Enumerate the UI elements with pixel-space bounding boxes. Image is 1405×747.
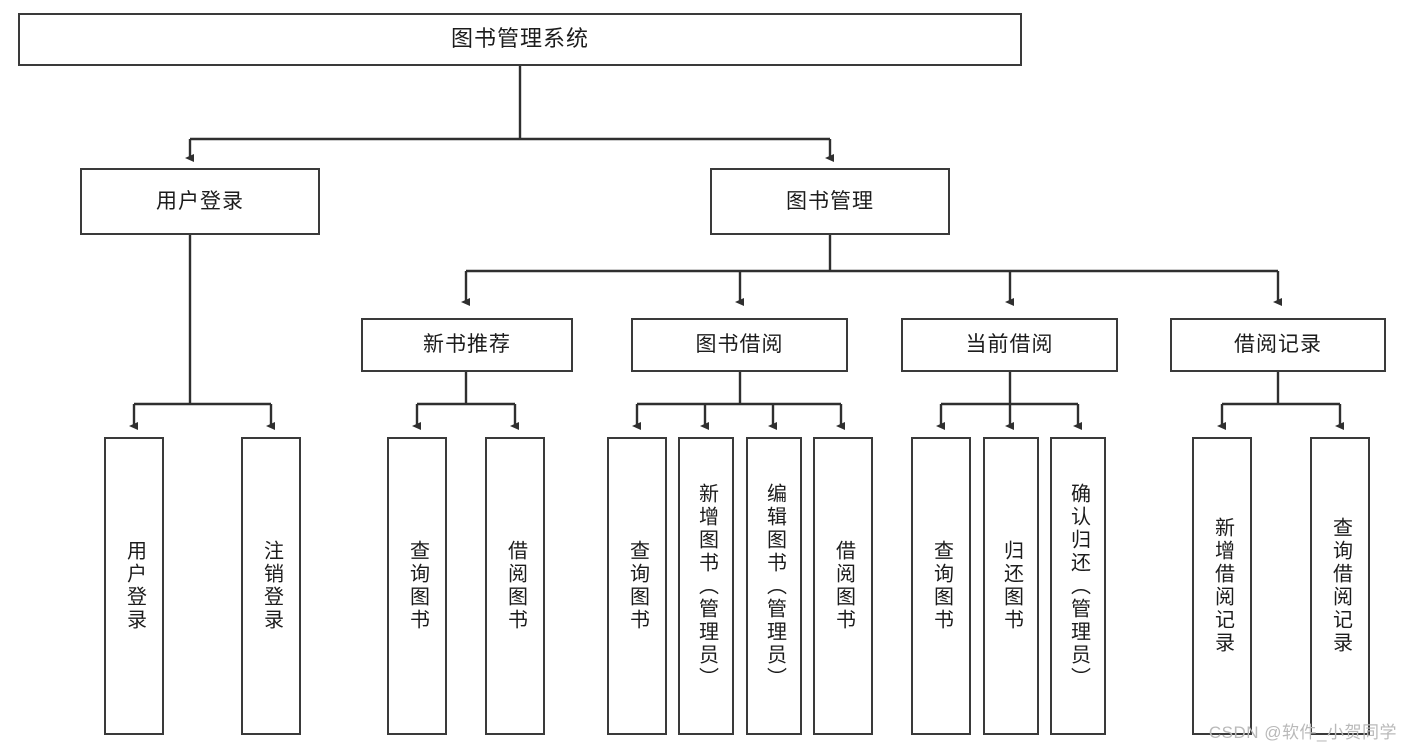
node-label: 查询借阅记录	[1329, 517, 1352, 655]
node-label: 注销登录	[260, 540, 283, 632]
node-label: 编辑图书（管理员）	[763, 482, 786, 690]
node-current-borrow[interactable]: 当前借阅	[901, 318, 1118, 372]
node-label: 查询图书	[626, 540, 649, 632]
node-label: 归还图书	[1000, 540, 1023, 632]
leaf-book-borrow-borrow[interactable]: 借阅图书	[813, 437, 873, 735]
node-label: 当前借阅	[965, 333, 1054, 357]
node-label: 图书管理系统	[450, 26, 589, 52]
leaf-current-borrow-confirm-return[interactable]: 确认归还（管理员）	[1050, 437, 1106, 735]
leaf-user-login-logout[interactable]: 注销登录	[241, 437, 301, 735]
node-label: 图书借阅	[695, 333, 784, 357]
node-label: 借阅图书	[832, 540, 855, 632]
leaf-current-borrow-return[interactable]: 归还图书	[983, 437, 1039, 735]
node-new-book-recommend[interactable]: 新书推荐	[361, 318, 573, 372]
leaf-book-borrow-query[interactable]: 查询图书	[607, 437, 667, 735]
node-label: 新增图书（管理员）	[695, 482, 718, 690]
leaf-new-book-borrow[interactable]: 借阅图书	[485, 437, 545, 735]
leaf-book-borrow-add[interactable]: 新增图书（管理员）	[678, 437, 734, 735]
node-label: 确认归还（管理员）	[1067, 482, 1090, 690]
leaf-current-borrow-query[interactable]: 查询图书	[911, 437, 971, 735]
node-label: 查询图书	[930, 540, 953, 632]
node-book-borrow[interactable]: 图书借阅	[631, 318, 848, 372]
node-label: 用户登录	[123, 540, 146, 632]
node-borrow-record[interactable]: 借阅记录	[1170, 318, 1386, 372]
node-label: 图书管理	[786, 189, 874, 213]
node-label: 新书推荐	[423, 333, 511, 357]
leaf-borrow-record-query[interactable]: 查询借阅记录	[1310, 437, 1370, 735]
leaf-new-book-query[interactable]: 查询图书	[387, 437, 447, 735]
leaf-book-borrow-edit[interactable]: 编辑图书（管理员）	[746, 437, 802, 735]
node-user-login[interactable]: 用户登录	[80, 168, 320, 235]
node-book-management[interactable]: 图书管理	[710, 168, 950, 235]
leaf-borrow-record-add[interactable]: 新增借阅记录	[1192, 437, 1252, 735]
leaf-user-login-login[interactable]: 用户登录	[104, 437, 164, 735]
node-label: 查询图书	[406, 540, 429, 632]
node-label: 借阅记录	[1234, 333, 1322, 357]
csdn-watermark: CSDN @软件_小贺同学	[1208, 723, 1397, 742]
node-label: 新增借阅记录	[1211, 517, 1234, 655]
node-label: 用户登录	[156, 189, 244, 213]
node-root-system[interactable]: 图书管理系统	[18, 13, 1022, 66]
node-label: 借阅图书	[504, 540, 527, 632]
